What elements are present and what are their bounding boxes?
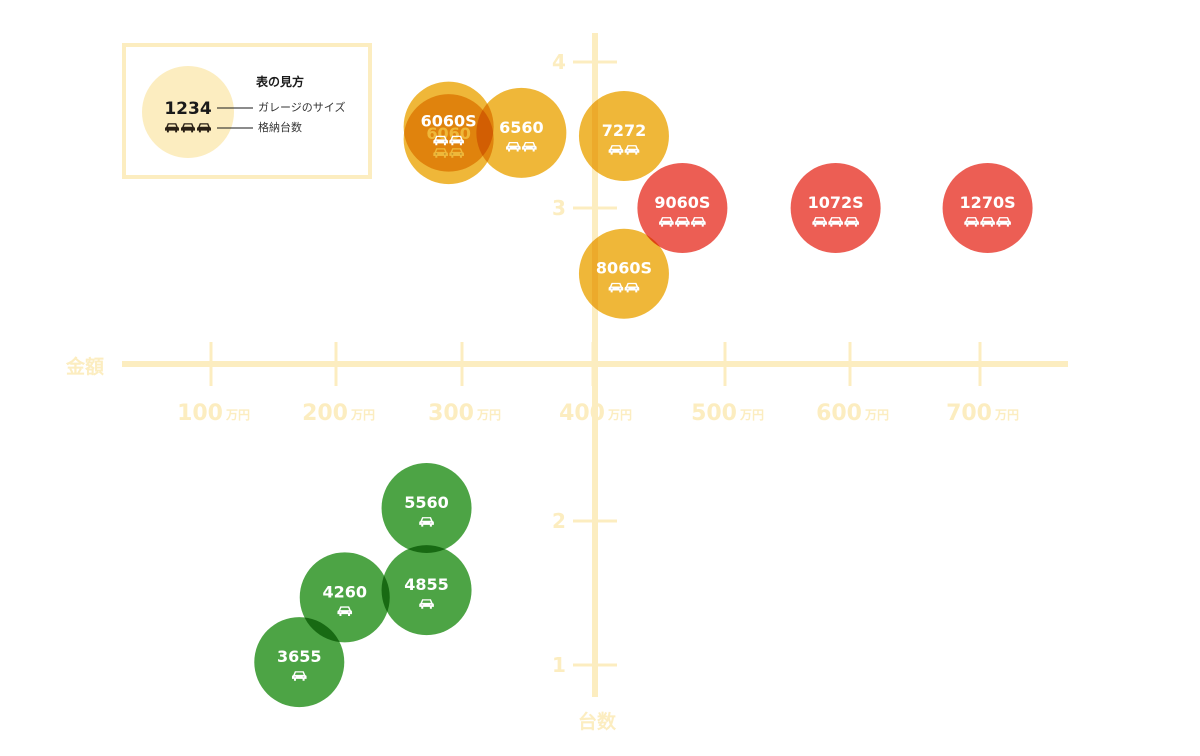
- bubble-circle: [381, 463, 472, 554]
- x-tick-label-6: 700: [946, 401, 992, 426]
- bubble-label: 9060S: [654, 193, 710, 212]
- bubble-4260: 4260: [299, 552, 390, 643]
- bubble-7272: 7272: [578, 91, 669, 182]
- legend: 表の見方 1234 ガレージのサイズ 格納台数: [122, 43, 372, 179]
- bubble-label: 6560: [499, 118, 544, 137]
- legend-sample-code: 1234: [164, 99, 211, 119]
- x-tick-label-0: 100: [177, 401, 223, 426]
- x-tick-unit-5: 万円: [864, 408, 889, 422]
- x-tick-unit-6: 万円: [994, 408, 1019, 422]
- x-axis-title: 金額: [65, 355, 104, 378]
- bubble-circle: [381, 545, 472, 636]
- bubble-circle: [942, 163, 1033, 253]
- bubble-label: 8060S: [596, 259, 652, 278]
- bubble-1270S: 1270S: [942, 163, 1033, 253]
- x-tick-unit-0: 万円: [225, 408, 250, 422]
- bubble-label: 1270S: [960, 193, 1016, 212]
- bubble-circle: [476, 87, 567, 178]
- legend-size-label: ガレージのサイズ: [258, 100, 345, 114]
- legend-count-label: 格納台数: [258, 120, 302, 134]
- bubble-label: 1072S: [808, 193, 864, 212]
- y-ticks: 1 2 3 4: [552, 50, 617, 677]
- x-tick-label-3: 400: [559, 401, 605, 426]
- x-tick-label-5: 600: [816, 401, 862, 426]
- bubble-9060S: 9060S: [637, 163, 728, 253]
- bubble-circle: [299, 552, 390, 643]
- x-tick-unit-2: 万円: [476, 408, 501, 422]
- legend-bubble: [142, 66, 234, 158]
- bubble-circle: [637, 163, 728, 253]
- bubbles: 365542604855556060606060S656072728060S90…: [254, 81, 1033, 708]
- x-tick-unit-1: 万円: [350, 408, 375, 422]
- x-tick-label-4: 500: [691, 401, 737, 426]
- bubble-label: 7272: [602, 121, 647, 140]
- bubble-6560: 6560: [476, 87, 567, 178]
- y-tick-label-0: 1: [552, 653, 566, 677]
- bubble-1072S: 1072S: [790, 163, 881, 253]
- legend-title: 表の見方: [255, 74, 304, 89]
- bubble-label: 3655: [277, 647, 322, 666]
- bubble-5560: 5560: [381, 463, 472, 554]
- bubble-8060S: 8060S: [578, 228, 669, 319]
- y-tick-label-2: 3: [552, 196, 566, 220]
- bubble-circle: [578, 228, 669, 319]
- bubble-6060S: 6060S: [403, 81, 494, 172]
- y-tick-label-1: 2: [552, 509, 566, 533]
- bubble-circle: [790, 163, 881, 253]
- bubble-circle: [403, 81, 494, 172]
- bubble-label: 4855: [404, 575, 449, 594]
- x-tick-unit-4: 万円: [739, 408, 764, 422]
- bubble-label: 4260: [322, 582, 367, 601]
- y-tick-label-3: 4: [552, 50, 566, 74]
- bubble-circle: [578, 91, 669, 182]
- bubble-3655: 3655: [254, 617, 345, 708]
- x-tick-label-2: 300: [428, 401, 474, 426]
- y-axis-title: 台数: [578, 710, 617, 733]
- bubble-circle: [254, 617, 345, 708]
- bubble-4855: 4855: [381, 545, 472, 636]
- x-tick-label-1: 200: [302, 401, 348, 426]
- x-tick-unit-3: 万円: [607, 408, 632, 422]
- bubble-label: 5560: [404, 493, 449, 512]
- bubble-label: 6060S: [421, 112, 477, 131]
